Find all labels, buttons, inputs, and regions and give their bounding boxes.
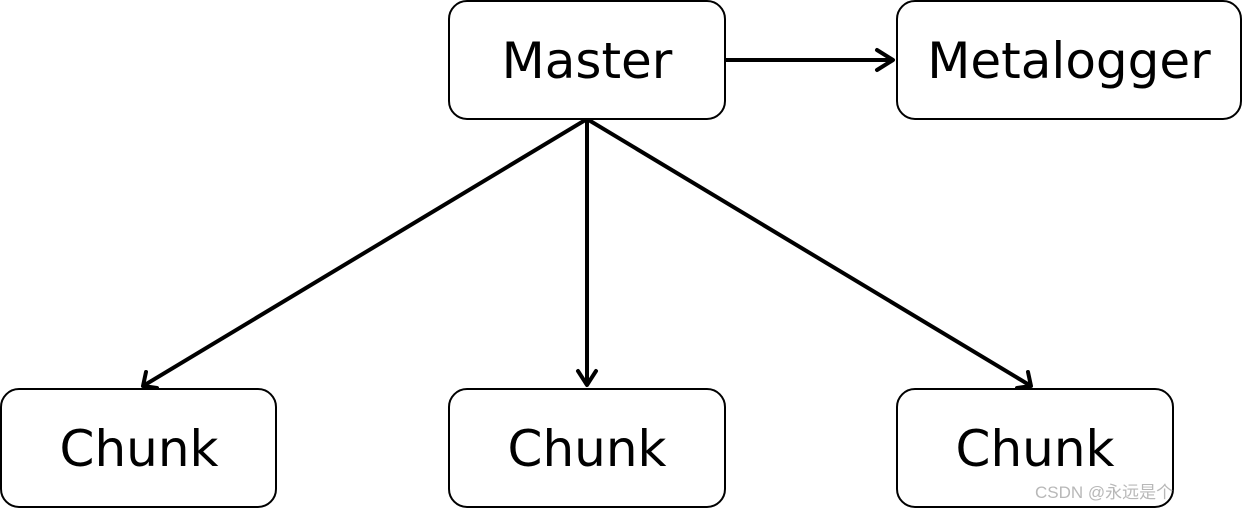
metalogger-label: Metalogger [927,32,1211,90]
node-chunk-right: Chunk [896,388,1174,508]
arrowhead-chunk-left [141,370,159,390]
chunk-left-box [0,388,277,508]
chunk-right-label: Chunk [956,420,1115,478]
arrowhead-chunk-right [1015,370,1033,390]
edges [141,48,1033,390]
master-box [448,0,726,120]
node-chunk-left: Chunk [0,388,277,508]
master-label: Master [502,32,673,90]
edge-master-chunk-left [141,117,589,388]
arrowhead-chunk-center [576,369,598,387]
watermark-text: CSDN @永远是个 [1035,483,1174,502]
edge-master-chunk-right [585,117,1033,388]
node-master: Master [448,0,726,120]
node-chunk-center: Chunk [448,388,726,508]
arrowhead-metalogger [875,48,895,72]
chunk-right-box [896,388,1174,508]
chunk-center-box [448,388,726,508]
chunk-left-label: Chunk [60,420,219,478]
chunk-center-label: Chunk [508,420,667,478]
metalogger-box [896,0,1242,120]
node-metalogger: Metalogger [896,0,1242,120]
